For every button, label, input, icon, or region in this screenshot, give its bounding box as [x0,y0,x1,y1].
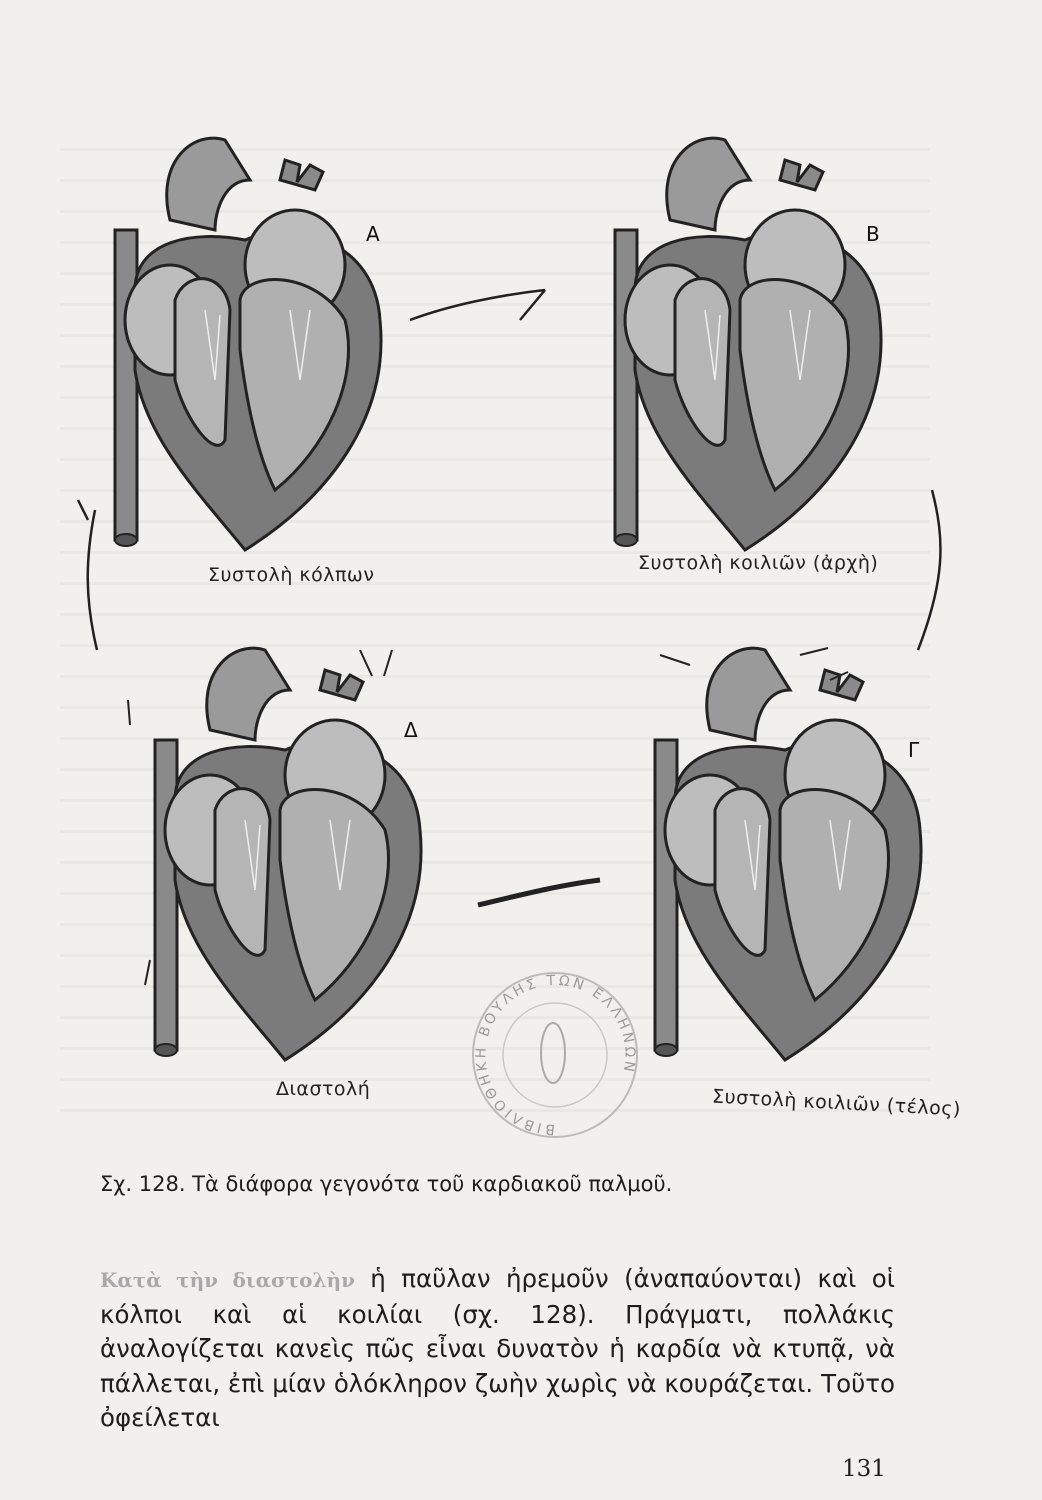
arrow-b-to-gamma [916,489,942,651]
paragraph-lead: Κατὰ τὴν διαστολὴν [100,1268,355,1292]
panel-label-a: Συστολὴ κόλπων [208,564,375,586]
arrow-a-to-b [409,288,546,322]
library-stamp: ΒΙΒΛΙΟΘΗΚΗ ΒΟΥΛΗΣ ΤΩΝ ΕΛΛΗΝΩΝ [472,972,638,1138]
cycle-arrows [76,288,942,986]
panel-letter-a: A [366,222,380,246]
page-number: 131 [842,1456,886,1482]
panel-label-b: Συστολὴ κοιλιῶν (ἀρχὴ) [638,552,879,574]
panel-letter-b: B [866,222,880,246]
panel-letter-gamma: Γ [908,738,920,762]
panel-letter-delta: Δ [404,718,418,742]
arrow-delta-to-a [76,499,99,651]
figure-caption: Σχ. 128. Τὰ διάφορα γεγονότα τοῦ καρδιακ… [100,1172,673,1196]
arrow-gamma-to-delta [477,877,601,908]
body-paragraph: Κατὰ τὴν διαστολὴν ἡ παῦλαν ἠρεμοῦν (ἀνα… [100,1262,895,1436]
paragraph-text: ἡ παῦλαν ἠρεμοῦν (ἀναπαύονται) καὶ οἱ κό… [100,1264,895,1432]
panel-label-delta: Διαστολή [276,1078,371,1100]
